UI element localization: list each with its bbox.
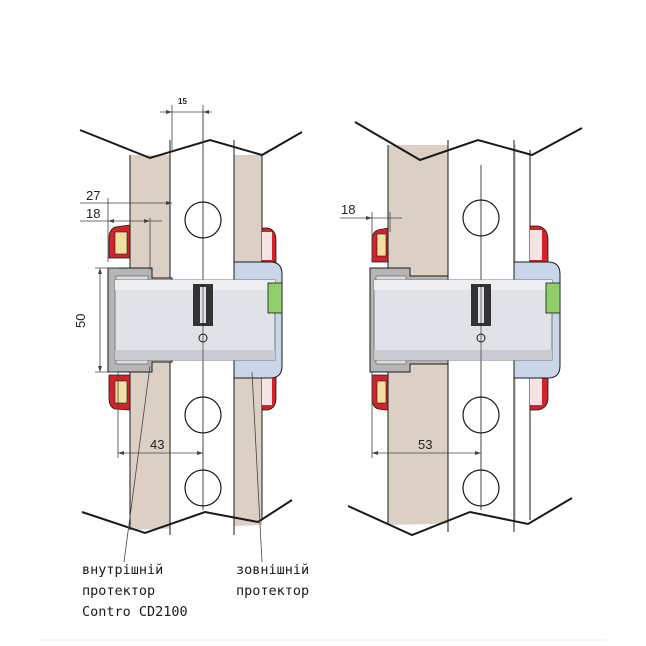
inner-protector-caption: внутрішній протектор Contro CD2100 [82, 560, 188, 623]
outer-protector-leader [251, 371, 263, 563]
inner-protector-caption-line2: протектор [82, 583, 156, 599]
outer-protector-caption: зовнішній протектор [236, 560, 309, 602]
dimension-18-right: 18 [341, 202, 355, 217]
dimension-50: 50 [73, 314, 88, 328]
right-door-bottom-break [347, 497, 573, 537]
right-lock-cylinder [373, 279, 553, 361]
left-cylinder-end-cap [267, 282, 283, 314]
left-door-assembly: 15 27 18 50 43 [73, 97, 303, 563]
outer-protector-caption-line1: зовнішній [236, 562, 310, 578]
inner-protector-caption-line1: внутрішній [82, 562, 164, 578]
dimension-18-left: 18 [86, 206, 100, 221]
inner-protector-leader [123, 365, 151, 563]
dimension-43: 43 [150, 437, 164, 452]
inner-protector-caption-line3: Contro CD2100 [82, 604, 188, 620]
left-door-bottom-break [81, 499, 293, 535]
right-door-assembly: 18 53 [340, 121, 583, 537]
right-cylinder-end-cap [545, 282, 561, 314]
dimension-53: 53 [418, 437, 432, 452]
dimension-15: 15 [178, 97, 187, 106]
outer-protector-caption-line2: протектор [236, 583, 310, 599]
left-door-top-break [79, 129, 303, 160]
dimension-27: 27 [86, 188, 100, 203]
right-door-top-break [354, 121, 583, 162]
